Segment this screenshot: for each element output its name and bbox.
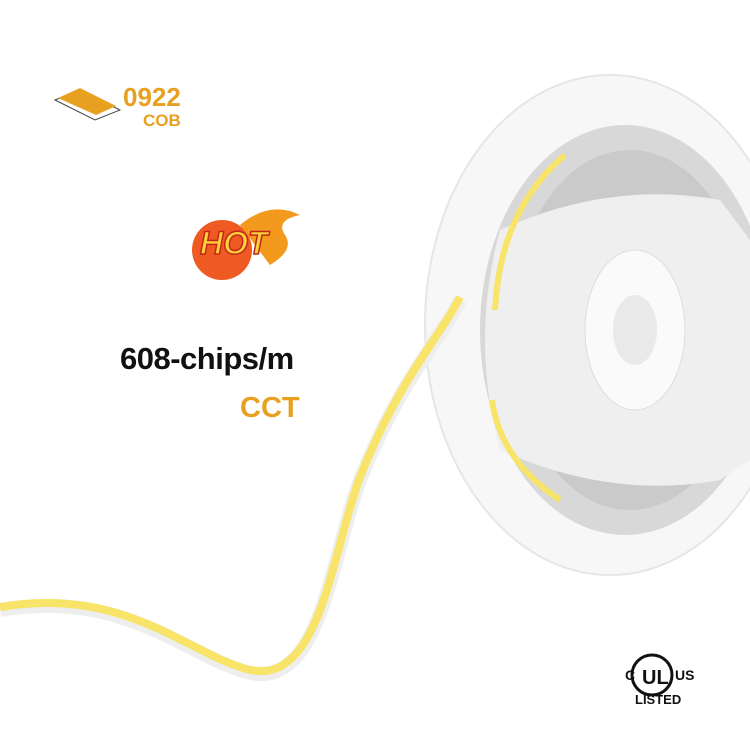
chip-type: COB [143,111,181,130]
hot-badge-text: HOT [199,225,268,261]
feature-label: CCT [240,392,300,424]
ul-listed-label: LISTED [635,692,682,707]
ul-us: US [675,667,695,683]
model-number: 0922 [123,82,181,112]
ul-listed-logo: UL [630,653,674,697]
hot-flame-badge [192,209,300,280]
ul-c: C [625,667,636,683]
cob-strip-profile-icon [53,88,122,121]
chip-density: 608-chips/m [120,341,294,376]
svg-text:UL: UL [642,667,669,689]
